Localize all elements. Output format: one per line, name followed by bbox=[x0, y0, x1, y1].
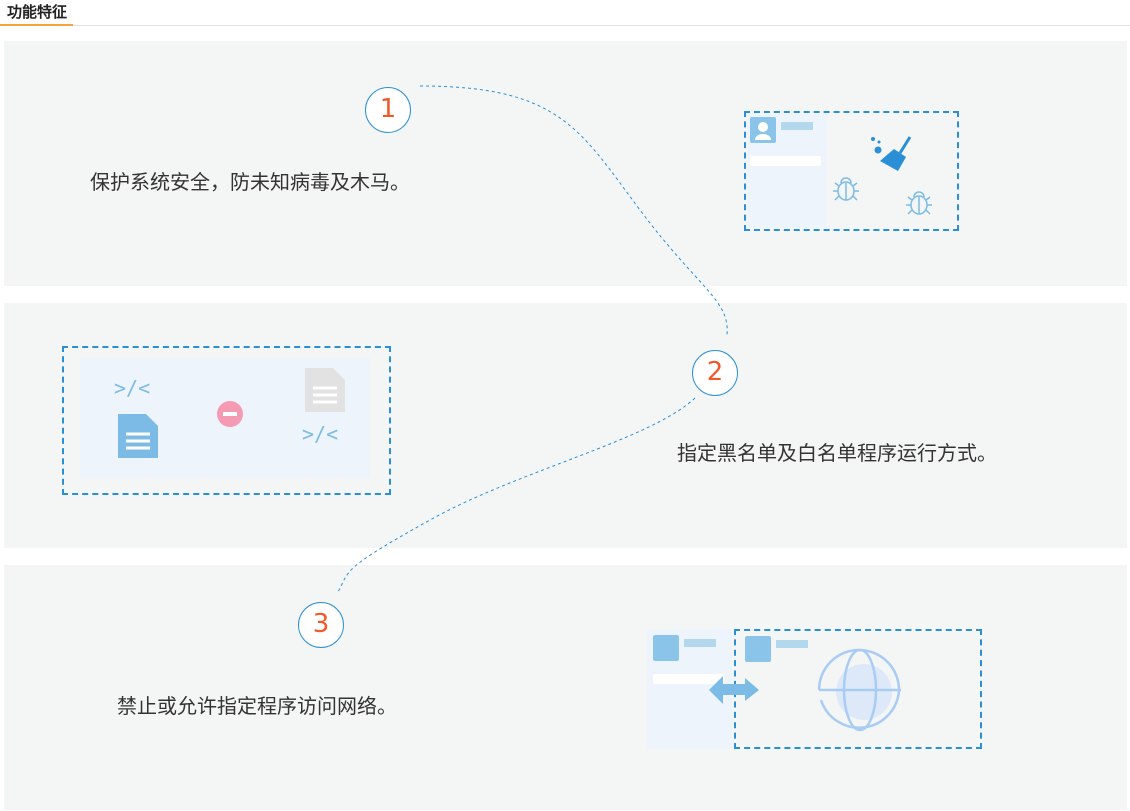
document-icon bbox=[118, 414, 158, 458]
blacklist-whitelist-illustration: >/< >/< bbox=[62, 346, 391, 495]
bidirectional-arrow-icon bbox=[709, 676, 759, 704]
step-number-3: 3 bbox=[298, 602, 344, 648]
globe-icon bbox=[817, 648, 901, 732]
document-icon-disabled bbox=[305, 368, 345, 412]
code-symbol: >/< bbox=[302, 422, 339, 446]
bug-icon bbox=[833, 177, 859, 201]
feature-text-1: 保护系统安全，防未知病毒及木马。 bbox=[90, 170, 410, 194]
step-number-1: 1 bbox=[365, 87, 411, 133]
feature-text-2: 指定黑名单及白名单程序运行方式。 bbox=[677, 441, 997, 465]
feature-panel-3 bbox=[4, 565, 1127, 810]
section-header: 功能特征 bbox=[0, 0, 1130, 26]
bug-icon bbox=[906, 191, 932, 215]
section-tab-title: 功能特征 bbox=[0, 0, 74, 26]
broom-icon bbox=[871, 136, 912, 171]
code-symbol: >/< bbox=[114, 376, 151, 400]
feature-panel-1 bbox=[4, 41, 1127, 286]
feature-text-3: 禁止或允许指定程序访问网络。 bbox=[117, 694, 397, 718]
block-icon bbox=[217, 401, 243, 427]
step-number-2: 2 bbox=[692, 350, 738, 396]
antivirus-illustration bbox=[744, 111, 959, 231]
user-avatar-icon bbox=[750, 117, 776, 143]
